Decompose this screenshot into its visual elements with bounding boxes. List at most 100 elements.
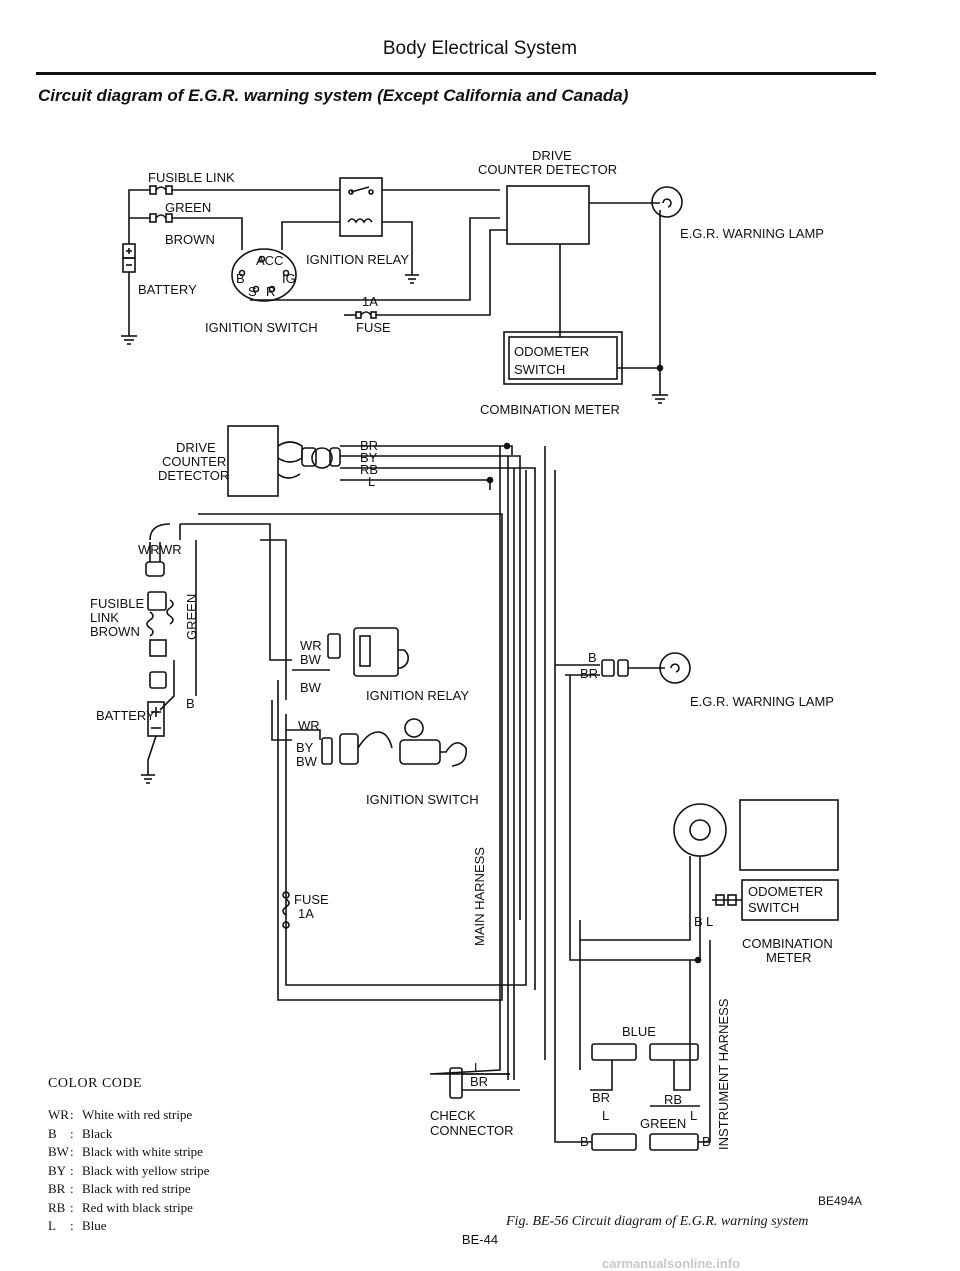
check-connector	[449, 1067, 463, 1099]
relay-wr-label: WR	[300, 638, 322, 653]
header-rule	[36, 72, 876, 75]
color-code-key: L	[48, 1218, 56, 1233]
bottom-switch-label: SWITCH	[748, 900, 799, 915]
bottom-link-label: LINK	[90, 610, 119, 625]
bottom-brown-label: BROWN	[90, 624, 140, 639]
harness-b-label-left: B	[580, 1134, 589, 1149]
top-fuse-label: FUSE	[356, 320, 391, 335]
ignition-relay-box	[339, 177, 383, 237]
harness-br-label: BR	[592, 1090, 610, 1105]
instrument-harness-label: INSTRUMENT HARNESS	[716, 998, 731, 1150]
ignition-relay-connector	[353, 627, 399, 677]
terminal-ig-label: IG	[282, 271, 296, 286]
terminal-r-label: R	[266, 284, 275, 299]
top-ignition-switch-label: IGNITION SWITCH	[205, 320, 318, 335]
color-code-row: WR:White with red stripe	[48, 1106, 209, 1125]
color-code-title: COLOR CODE	[48, 1076, 143, 1091]
odometer-switch-top	[508, 336, 618, 380]
harness-l-label-left: L	[602, 1108, 609, 1123]
terminal-b-label: B	[236, 271, 245, 286]
check-l-label: L	[474, 1060, 481, 1075]
top-drive-label: DRIVE	[532, 148, 572, 163]
bottom-meter-label: METER	[766, 950, 812, 965]
diagram-title: Circuit diagram of E.G.R. warning system…	[38, 86, 629, 105]
color-code-row: L:Blue	[48, 1217, 209, 1236]
wr-connector	[145, 561, 165, 577]
ignition-switch-connector	[399, 739, 441, 765]
harness-b-label-right: B	[702, 1134, 711, 1149]
switch-bw-label: BW	[296, 754, 318, 769]
wire-br-label: BR	[360, 438, 378, 453]
color-code-row: RB:Red with black stripe	[48, 1199, 209, 1218]
harness-rb-label: RB	[664, 1092, 682, 1107]
wr-left-label: WR	[138, 542, 160, 557]
bw-label: BW	[300, 680, 322, 695]
color-code-key: BY	[48, 1162, 67, 1178]
color-code-desc: Blue	[82, 1218, 107, 1233]
egr-warning-lamp-bottom	[659, 652, 691, 684]
section-header: Body Electrical System	[382, 38, 578, 59]
bottom-b-label: B	[186, 696, 195, 711]
wire-by-label: BY	[360, 450, 378, 465]
bottom-detector-label: DETECTOR	[158, 468, 229, 483]
top-fusible-link-label: FUSIBLE LINK	[148, 170, 235, 185]
drive-counter-detector-bottom	[227, 425, 279, 497]
egr-warning-lamp-top	[651, 186, 683, 218]
color-code-key: BR	[48, 1181, 66, 1196]
bottom-fuse-rating-label: 1A	[298, 906, 314, 921]
color-code-desc: Black with yellow stripe	[82, 1162, 210, 1178]
top-odometer-label: ODOMETER	[514, 344, 589, 359]
bottom-ignition-switch-label: IGNITION SWITCH	[366, 792, 479, 807]
terminal-acc-label: ACC	[256, 253, 283, 268]
main-harness-label: MAIN HARNESS	[472, 847, 487, 946]
color-code-key: RB	[48, 1199, 66, 1215]
harness-l-label-right: L	[690, 1108, 697, 1123]
color-code-key: BW	[48, 1144, 69, 1159]
combination-meter-gauge	[673, 803, 727, 857]
top-counter-detector-label: COUNTER DETECTOR	[478, 162, 617, 177]
bottom-ignition-relay-label: IGNITION RELAY	[366, 688, 469, 703]
wire-rb-label: RB	[360, 462, 378, 477]
figure-caption: Fig. BE-56 Circuit diagram of E.G.R. war…	[506, 1214, 809, 1229]
bottom-drive-label: DRIVE	[176, 440, 216, 455]
top-green-label: GREEN	[165, 200, 211, 215]
ignition-switch-symbol	[231, 248, 297, 302]
figure-id: BE494A	[818, 1194, 863, 1208]
color-code-row: B:Black	[48, 1125, 209, 1144]
top-fuse-rating-label: 1A	[362, 294, 378, 309]
harness-green-label: GREEN	[640, 1116, 686, 1131]
check-label: CHECK	[430, 1108, 476, 1123]
drive-counter-detector-top	[506, 185, 590, 245]
bottom-combination-label: COMBINATION	[742, 936, 833, 951]
color-code-row: BW:Black with white stripe	[48, 1143, 209, 1162]
top-switch-label: SWITCH	[514, 362, 565, 377]
meter-b-label: B	[694, 914, 703, 929]
switch-by-label: BY	[296, 740, 314, 755]
color-code-desc: Black with white stripe	[82, 1144, 203, 1159]
color-code-desc: White with red stripe	[82, 1107, 193, 1122]
top-battery-label: BATTERY	[138, 282, 197, 297]
color-code-list: WR:White with red stripe B:Black BW:Blac…	[48, 1106, 209, 1236]
color-code-desc: Red with black stripe	[82, 1199, 193, 1215]
relay-bw-label: BW	[300, 652, 322, 667]
check-br-label: BR	[470, 1074, 488, 1089]
blue-label: BLUE	[622, 1024, 656, 1039]
top-ignition-relay-label: IGNITION RELAY	[306, 252, 409, 267]
color-code-desc: Black with red stripe	[82, 1181, 191, 1196]
watermark: carmanualsonline.info	[602, 1256, 740, 1271]
bottom-fuse-label: FUSE	[294, 892, 329, 907]
switch-wr-label: WR	[298, 718, 320, 733]
color-code-key: WR	[48, 1107, 69, 1122]
bottom-egr-warning-lamp-label: E.G.R. WARNING LAMP	[690, 694, 834, 709]
color-code-desc: Black	[82, 1125, 113, 1141]
top-egr-warning-lamp-label: E.G.R. WARNING LAMP	[680, 226, 824, 241]
bottom-battery-label: BATTERY	[96, 708, 155, 723]
lamp-br-label: BR	[580, 666, 598, 681]
color-code-row: BR:Black with red stripe	[48, 1180, 209, 1199]
terminal-s-label: S	[248, 284, 257, 299]
wire-l-label: L	[368, 474, 375, 489]
bottom-counter-label: COUNTER	[162, 454, 226, 469]
lamp-b-label: B	[588, 650, 597, 665]
bottom-green-label: GREEN	[184, 594, 199, 640]
bottom-fusible-label: FUSIBLE	[90, 596, 145, 611]
